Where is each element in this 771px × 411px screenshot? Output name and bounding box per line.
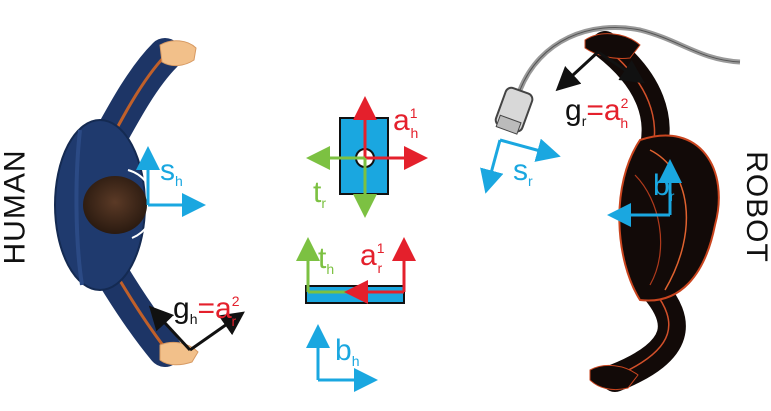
robot-s-frame: sr: [480, 138, 561, 194]
center-plate: [296, 237, 416, 304]
robot-s-main: s: [513, 154, 528, 187]
robot-g-sup: 2: [621, 95, 629, 111]
human-s-main: s: [160, 154, 175, 187]
svg-text:br: br: [653, 169, 675, 204]
human-s-sub: h: [175, 173, 183, 189]
human-g-sup: 2: [232, 293, 240, 309]
human-g-main: g: [173, 292, 190, 325]
robot-g-main: g: [565, 94, 582, 127]
human-figure: [54, 38, 199, 367]
svg-text:gh=a2r: gh=a2 r: [173, 292, 240, 329]
human-g-sub: h: [190, 311, 198, 327]
svg-text:sr: sr: [513, 154, 533, 189]
robot-b-sub: r: [670, 188, 675, 204]
human-g-frame: gh=a2 r: [148, 292, 245, 352]
svg-text:bh: bh: [335, 334, 359, 369]
human-side-label: HUMAN: [0, 149, 32, 265]
plate-bh-main: b: [335, 334, 352, 367]
robot-b-frame: br: [607, 159, 682, 227]
plate-bh-frame: bh: [306, 324, 378, 392]
robot-g-frame: gr=a2 h: [555, 50, 645, 131]
human-g-eq: =: [197, 292, 215, 325]
plate-bh-sub: h: [352, 353, 360, 369]
svg-text:gr=a2h: gr=a2 h: [565, 94, 629, 131]
robot-g-sub: r: [582, 113, 587, 129]
human-g-rhs: a: [215, 292, 232, 325]
robot-g-rhs: a: [604, 94, 621, 127]
plate-th-label: th: [318, 242, 334, 277]
box-tr-label: tr: [313, 176, 326, 211]
human-s-frame: sh: [136, 146, 206, 217]
robot-g-rsub: h: [620, 115, 628, 131]
human-g-rsub: r: [232, 313, 237, 329]
robot-s-sub: r: [528, 173, 533, 189]
robot-side-label: ROBOT: [739, 151, 771, 263]
robot-figure: [494, 25, 741, 392]
robot-b-main: b: [653, 169, 670, 202]
svg-text:sh: sh: [160, 154, 183, 189]
robot-g-eq: =: [586, 94, 604, 127]
center-box: [306, 96, 428, 218]
